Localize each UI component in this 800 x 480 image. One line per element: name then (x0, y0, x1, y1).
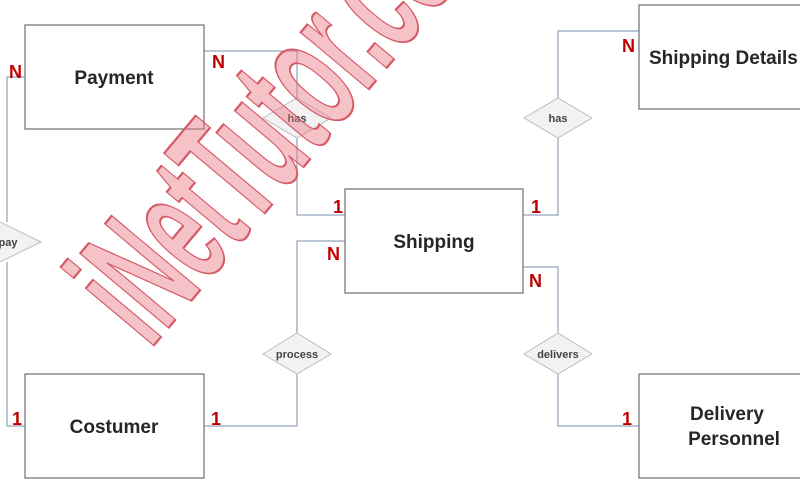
cardinality-label: N (622, 36, 635, 56)
cardinalities: N 1 N 1 N 1 N 1 N 1 (9, 36, 635, 429)
entity-label: Shipping (393, 232, 474, 253)
entity-delivery-personnel: Delivery Personnel (638, 373, 800, 479)
entity-label: Costumer (70, 417, 159, 438)
cardinality-label: 1 (12, 409, 22, 429)
cardinality-label: 1 (333, 197, 343, 217)
relationship-has-details: has (523, 97, 593, 139)
relationship-process: process (262, 332, 332, 375)
connector-pay-costumer (6, 262, 25, 427)
connector-pay-payment (6, 76, 25, 222)
connector-has-payment (204, 50, 298, 98)
connector-has-details-shipping (523, 138, 559, 216)
entity-label: Delivery (690, 404, 764, 425)
relationship-delivers: delivers (523, 332, 593, 375)
cardinality-label: N (529, 271, 542, 291)
entity-shipping-details: Shipping Details (638, 4, 800, 110)
cardinality-label: N (212, 52, 225, 72)
connector-delivers-shipping (523, 266, 559, 333)
connector-process-shipping (296, 240, 345, 333)
relationship-label: process (276, 349, 318, 361)
relationship-has-payment: has (262, 97, 332, 139)
connector-delivers-personnel (557, 374, 639, 427)
cardinality-label: 1 (531, 197, 541, 217)
relationship-label: pay (0, 237, 18, 249)
cardinality-label: N (327, 244, 340, 264)
entity-label: Shipping Details (649, 48, 798, 69)
connector-has-shipping (296, 138, 345, 216)
entity-payment: Payment (24, 24, 205, 130)
entity-shipping: Shipping (344, 188, 524, 294)
relationship-label: delivers (537, 349, 579, 361)
connector-process-costumer (204, 374, 298, 427)
cardinality-label: 1 (211, 409, 221, 429)
relationship-label: has (288, 113, 307, 125)
connector-has-details (557, 30, 639, 98)
entity-label: Payment (74, 68, 154, 89)
relationship-pay: pay (0, 221, 43, 263)
cardinality-label: 1 (622, 409, 632, 429)
connectors (6, 30, 639, 427)
entity-label: Personnel (688, 429, 780, 450)
entity-costumer: Costumer (24, 373, 205, 479)
cardinality-label: N (9, 62, 22, 82)
relationship-label: has (549, 113, 568, 125)
